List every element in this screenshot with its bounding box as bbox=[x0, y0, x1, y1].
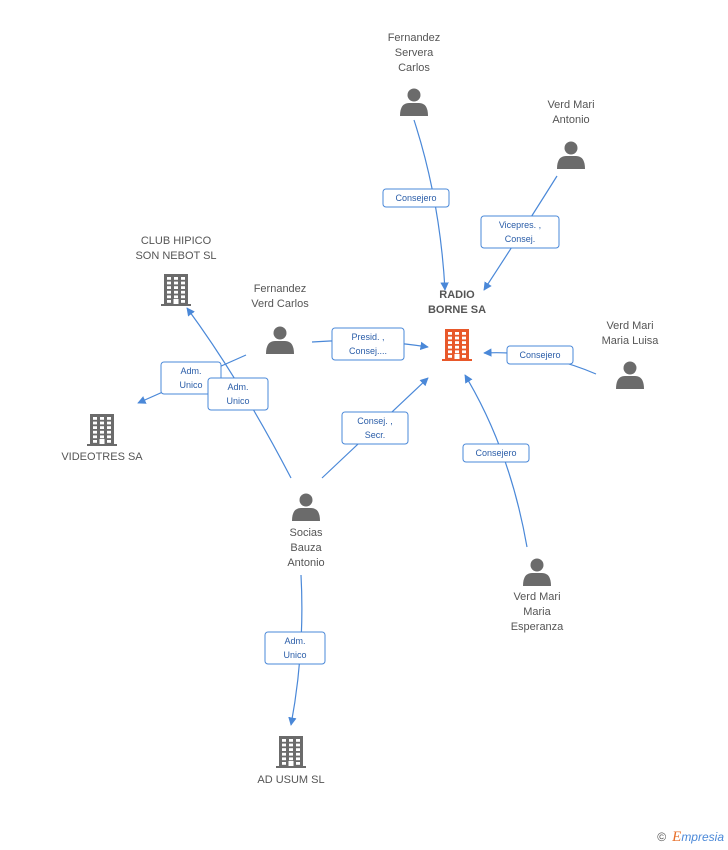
edge-label-text: Secr. bbox=[365, 430, 386, 440]
edge-label-sba-adusum[interactable]: Adm. Unico bbox=[264, 631, 326, 665]
person-icon bbox=[523, 558, 551, 586]
edge-label-text: Unico bbox=[283, 650, 306, 660]
node-label: VIDEOTRES SA bbox=[61, 451, 143, 463]
edge-label-text: Adm. bbox=[227, 382, 248, 392]
node-label: Fernandez bbox=[254, 283, 307, 295]
edge-label-sba-radio[interactable]: Consej. , Secr. bbox=[341, 411, 409, 445]
edge-label-vma-radio[interactable]: Vicepres. , Consej. bbox=[480, 215, 560, 249]
copyright-icon: © bbox=[657, 830, 667, 844]
node-label: Carlos bbox=[398, 62, 430, 74]
person-icon bbox=[400, 88, 428, 116]
node-video[interactable]: VIDEOTRES SA bbox=[61, 414, 143, 463]
node-label: Verd Mari bbox=[547, 99, 594, 111]
brand-name: mpresia bbox=[681, 830, 724, 844]
node-label: Bauza bbox=[290, 542, 322, 554]
edge-label-text: Consejero bbox=[475, 448, 516, 458]
edge-label-text: Consej.... bbox=[349, 346, 387, 356]
edge-label-sba-club[interactable]: Adm. Unico bbox=[207, 377, 269, 411]
building-icon bbox=[442, 329, 472, 361]
edge-label-vmme-radio[interactable]: Consejero bbox=[462, 443, 530, 463]
node-label: Maria Luisa bbox=[602, 335, 660, 347]
node-adusum[interactable]: AD USUM SL bbox=[257, 736, 325, 786]
edge-label-text: Consejero bbox=[519, 350, 560, 360]
node-label: Socias bbox=[289, 527, 323, 539]
edge-label-text: Adm. bbox=[284, 636, 305, 646]
node-club[interactable]: CLUB HIPICO SON NEBOT SL bbox=[135, 235, 217, 306]
node-label: CLUB HIPICO bbox=[141, 235, 212, 247]
edge-label-text: Presid. , bbox=[351, 332, 384, 342]
node-label: Servera bbox=[395, 47, 434, 59]
node-label: AD USUM SL bbox=[257, 774, 324, 786]
building-icon bbox=[276, 736, 306, 768]
node-label: Antonio bbox=[287, 557, 324, 569]
edge-label-text: Unico bbox=[179, 380, 202, 390]
edge-label-text: Adm. bbox=[180, 366, 201, 376]
edge-label-vmml-radio[interactable]: Consejero bbox=[506, 345, 574, 365]
node-radio[interactable]: RADIO BORNE SA bbox=[428, 289, 486, 361]
node-label: SON NEBOT SL bbox=[135, 250, 216, 262]
person-icon bbox=[557, 141, 585, 169]
brand-initial: E bbox=[672, 829, 682, 845]
node-label: Verd Mari bbox=[606, 320, 653, 332]
person-icon bbox=[266, 326, 294, 354]
building-icon bbox=[87, 414, 117, 446]
edge-label-text: Vicepres. , bbox=[499, 220, 541, 230]
node-label: Fernandez bbox=[388, 32, 441, 44]
edge-label-text: Consej. bbox=[505, 234, 536, 244]
node-label: Antonio bbox=[552, 114, 589, 126]
edge-label-fsc-radio[interactable]: Consejero bbox=[382, 188, 450, 208]
node-label: Maria bbox=[523, 606, 551, 618]
edge-label-text: Unico bbox=[226, 396, 249, 406]
node-label: RADIO bbox=[439, 289, 475, 301]
node-label: Esperanza bbox=[511, 621, 564, 633]
edge-label-fvc-radio[interactable]: Presid. , Consej.... bbox=[331, 327, 405, 361]
brand-footer[interactable]: © Empresia bbox=[657, 829, 724, 846]
node-label: Verd Carlos bbox=[251, 298, 309, 310]
edge-label-text: Consejero bbox=[395, 193, 436, 203]
node-label: BORNE SA bbox=[428, 304, 486, 316]
node-label: Verd Mari bbox=[513, 591, 560, 603]
person-icon bbox=[616, 361, 644, 389]
edge-label-text: Consej. , bbox=[357, 416, 393, 426]
person-icon bbox=[292, 493, 320, 521]
building-icon bbox=[161, 274, 191, 306]
